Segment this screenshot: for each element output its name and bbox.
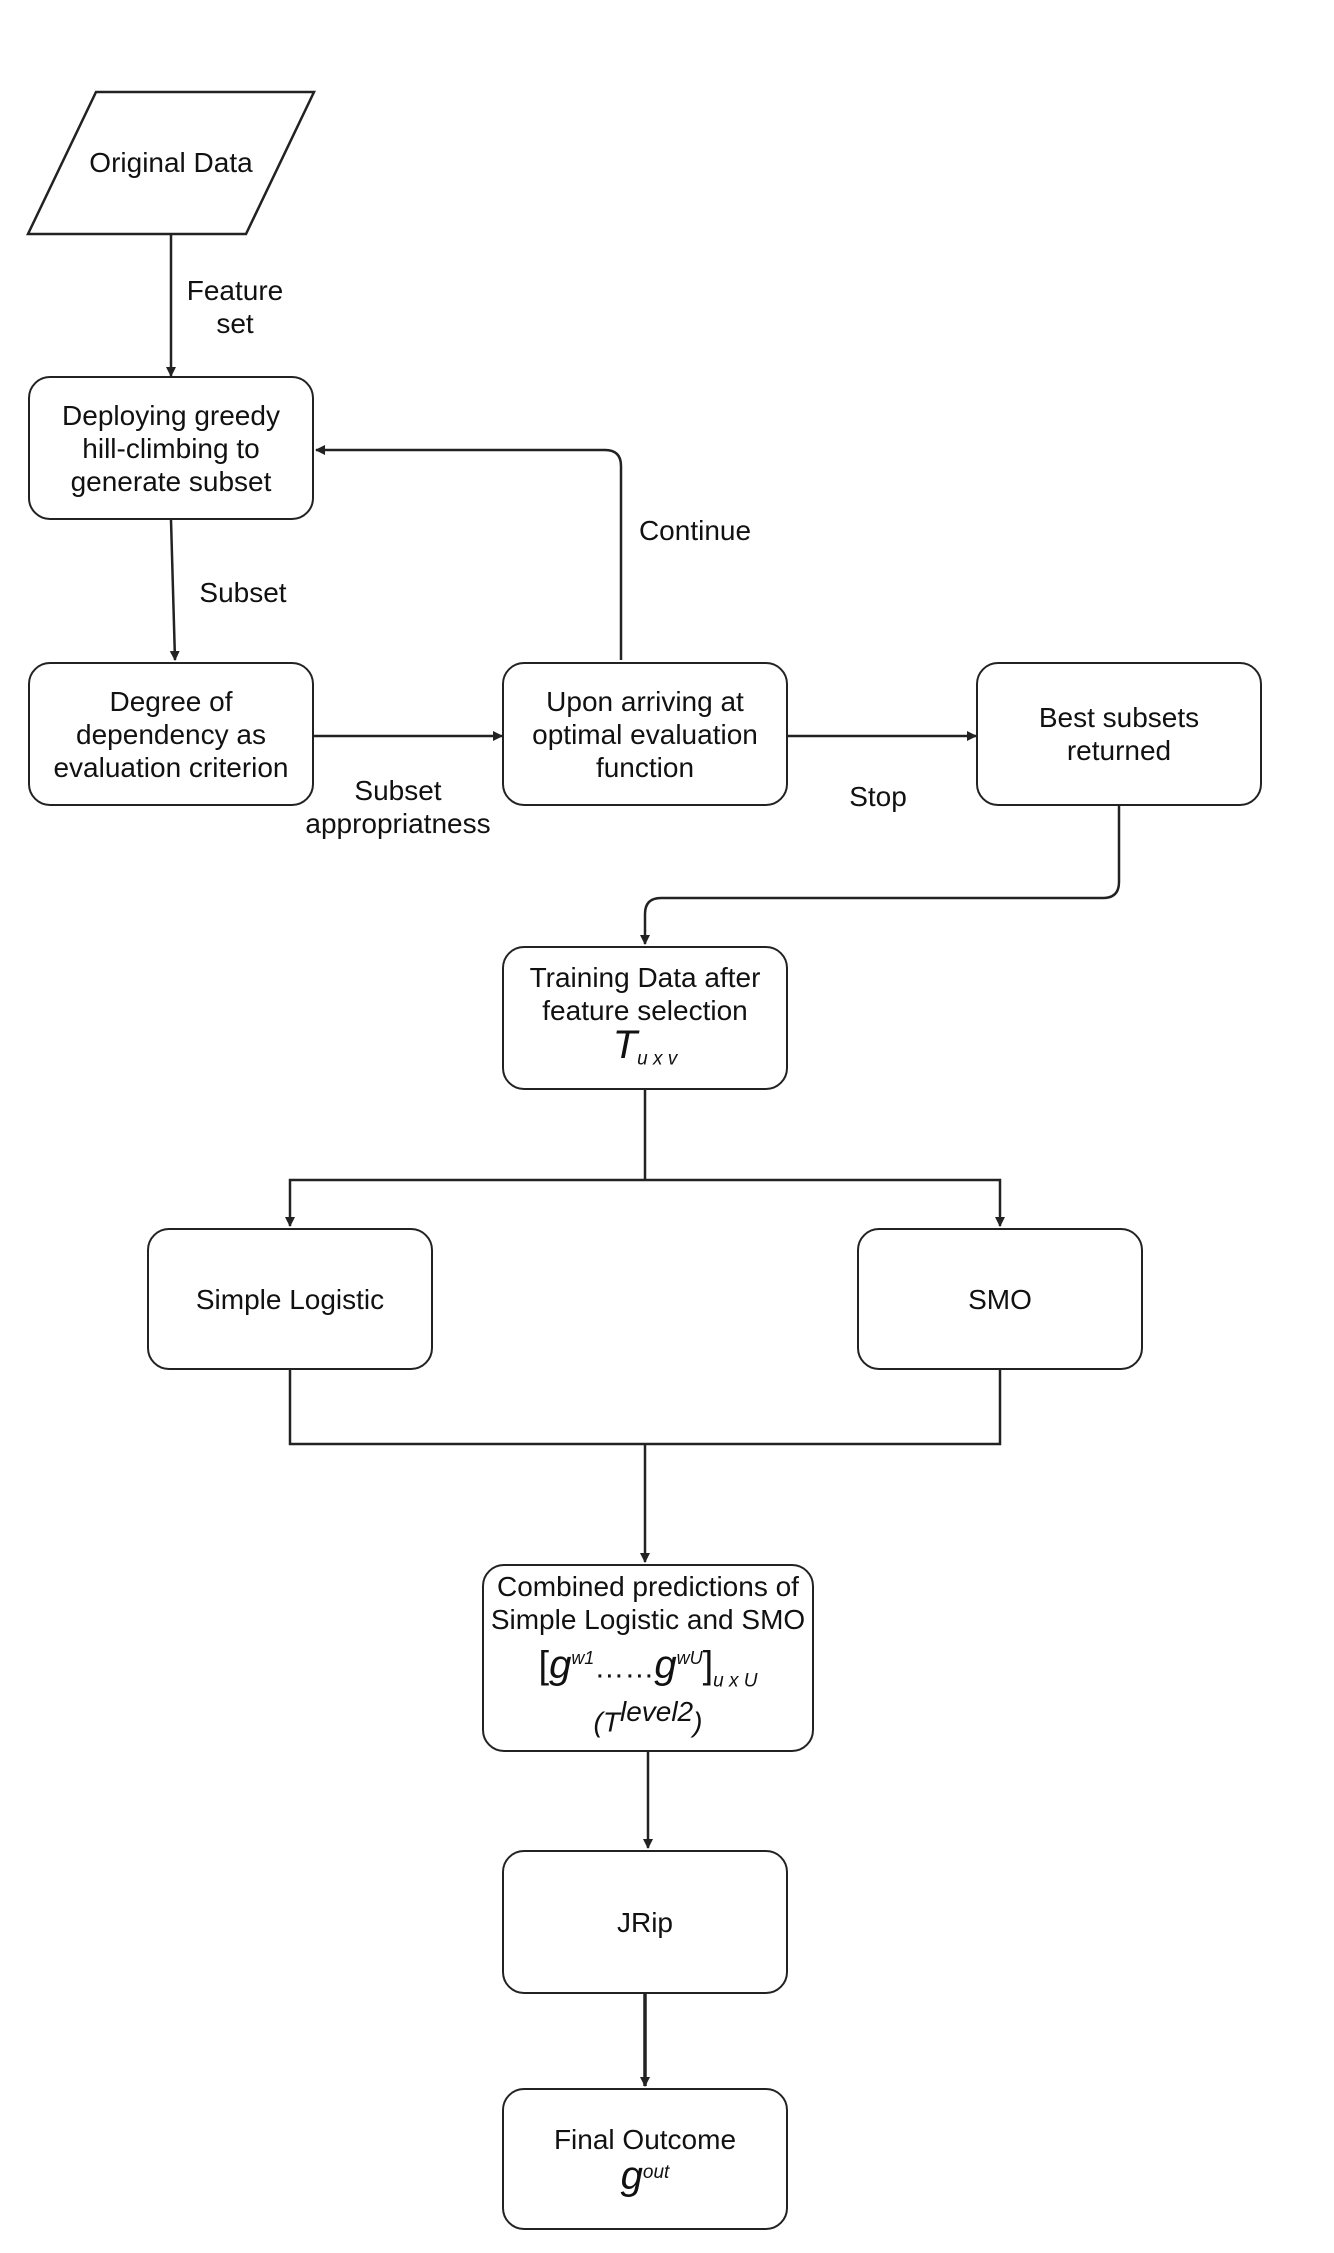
training-line-1: Training Data after: [529, 961, 761, 993]
degree-line-1: Degree of: [109, 685, 233, 717]
edge-to-smo: [645, 1178, 1005, 1227]
greedy-line-3: generate subset: [70, 465, 272, 497]
upon-line-2: optimal evaluation: [532, 718, 758, 750]
upon-line-3: function: [595, 751, 695, 783]
greedy-hill-climbing-node: Deploying greedy hill-climbing to genera…: [28, 376, 314, 520]
edge-merge: [288, 1370, 1002, 1446]
final-symbol: gout: [620, 2153, 670, 2198]
original-data-node: Original Data: [28, 92, 314, 234]
edge-subset: [169, 519, 180, 661]
upon-line-1: Upon arriving at: [546, 685, 744, 717]
degree-line-3: evaluation criterion: [53, 751, 289, 783]
combined-level: (Tlevel2): [593, 1696, 703, 1738]
simple-logistic-label: Simple Logistic: [195, 1283, 385, 1315]
best-line-2: returned: [1066, 735, 1172, 766]
smo-label: SMO: [968, 1283, 1032, 1315]
final-outcome-node: Final Outcome gout: [502, 2088, 788, 2230]
original-data-shape: [26, 90, 316, 236]
original-data-label: Original Data: [89, 147, 253, 178]
label-subset: Subset: [199, 577, 287, 608]
best-line-1: Best subsets: [1038, 702, 1200, 733]
edge-best-to-training: [640, 806, 1121, 945]
combined-formula: [gw1……gwU]u x U: [538, 1642, 758, 1692]
smo-node: SMO: [857, 1228, 1143, 1370]
label-subset-appropriatness: Subset appropriatness: [305, 775, 491, 839]
training-symbol: Tu x v: [612, 1022, 678, 1070]
jrip-node: JRip: [502, 1850, 788, 1994]
best-subsets-node: Best subsets returned: [976, 662, 1262, 806]
edge-to-simple-logistic: [285, 1178, 645, 1227]
label-continue: Continue: [638, 515, 752, 546]
jrip-label: JRip: [616, 1906, 673, 1938]
label-feature-set: Feature set: [186, 275, 284, 339]
combined-predictions-node: Combined predictions of Simple Logistic …: [482, 1564, 814, 1752]
training-line-2: feature selection: [542, 994, 748, 1026]
combined-line-1: Combined predictions of: [497, 1571, 799, 1602]
final-line: Final Outcome: [553, 2123, 737, 2155]
edge-continue: [315, 445, 623, 660]
simple-logistic-node: Simple Logistic: [147, 1228, 433, 1370]
combined-line-2: Simple Logistic and SMO: [490, 1604, 806, 1635]
degree-line-2: dependency as: [76, 718, 266, 750]
greedy-line-1: Deploying greedy: [62, 399, 280, 431]
greedy-line-2: hill-climbing to: [82, 432, 260, 464]
optimal-evaluation-node: Upon arriving at optimal evaluation func…: [502, 662, 788, 806]
label-stop: Stop: [849, 781, 907, 812]
degree-of-dependency-node: Degree of dependency as evaluation crite…: [28, 662, 314, 806]
training-data-node: Training Data after feature selection Tu…: [502, 946, 788, 1090]
